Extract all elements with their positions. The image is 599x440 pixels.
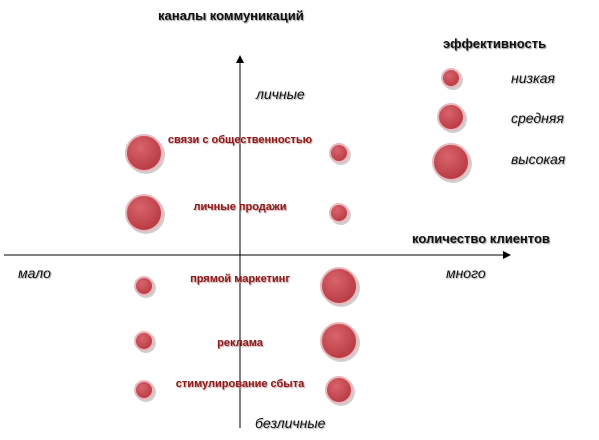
circle-few-clients-3 [134,276,154,296]
legend-circles [432,68,472,183]
circle-many-clients-1 [329,143,349,163]
circle-few-clients-2 [125,194,163,232]
legend-label-medium: средняя [511,110,564,126]
circle-few-clients-4 [134,331,154,351]
legend-circle-high [432,143,470,181]
vertical-axis-bottom-label: безличные [255,415,326,431]
vertical-axis-top-label: личные [256,86,305,102]
circle-many-clients-4 [320,322,358,360]
legend-circle-medium [437,103,465,131]
circle-many-clients-3 [320,267,358,305]
vertical-axis-title: каналы коммуникаций [158,8,304,23]
legend-circle-low [441,68,461,88]
circle-many-clients-5 [325,376,353,404]
legend-label-high: высокая [511,151,566,167]
horizontal-axis-left-label: мало [18,265,51,281]
circle-few-clients-1 [125,134,163,172]
channel-label-advertising: реклама [217,337,263,349]
circle-many-clients-2 [329,203,349,223]
horizontal-axis-right-label: много [446,265,486,281]
legend-label-low: низкая [511,70,555,86]
channel-label-personal-selling: личные продажи [193,201,287,213]
horizontal-axis-title: количество клиентов [412,231,550,246]
channel-label-public-relations: связи с общественностью [167,134,313,146]
effectiveness-circles [125,134,360,406]
channel-label-sales-promotion: стимулирование сбыта [175,378,305,390]
legend-title: эффективность [443,36,547,51]
channel-label-direct-marketing: прямой маркетинг [190,273,290,285]
circle-few-clients-5 [134,380,154,400]
